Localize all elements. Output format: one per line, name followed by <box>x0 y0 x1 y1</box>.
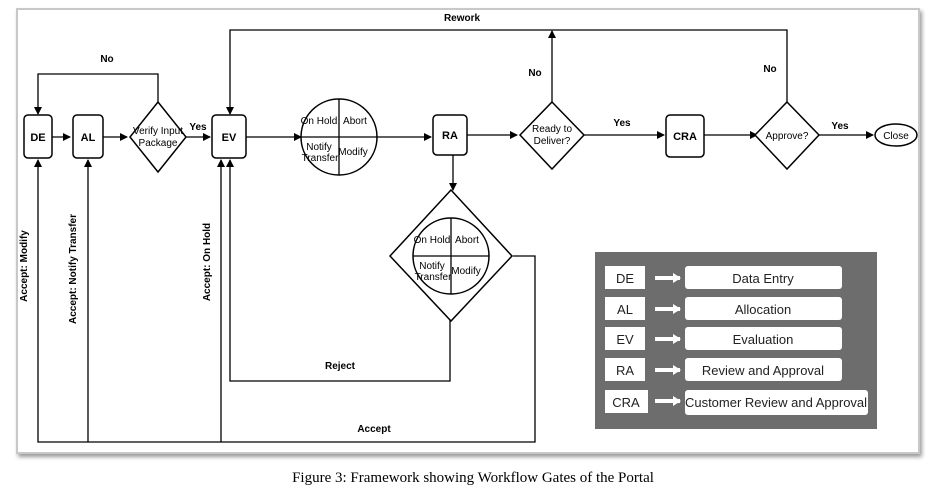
edge-gate2-reject <box>226 159 451 382</box>
node-approve-label: Approve? <box>766 131 809 142</box>
node-de <box>23 114 53 159</box>
node-cra <box>665 114 705 158</box>
node-ready-label-2: Deliver? <box>534 136 571 147</box>
legend-row: RA Review and Approval <box>605 358 842 381</box>
edge-label-yes-verify: Yes <box>189 122 207 133</box>
edge-label-yes-ready: Yes <box>613 118 631 129</box>
gate-2-modify: Modify <box>451 266 480 277</box>
edge-label-accept: Accept <box>357 424 391 435</box>
edge-approve-rework <box>226 29 788 115</box>
node-close-label: Close <box>883 131 909 142</box>
gate-2-notify-1: Notify <box>419 261 445 272</box>
node-ev <box>211 114 247 159</box>
gate-2-on-hold: On Hold <box>414 235 451 246</box>
legend-full: Data Entry <box>732 271 794 286</box>
edge-gate2-accept <box>34 159 536 443</box>
legend-full: Evaluation <box>733 332 794 347</box>
legend-row: CRA Customer Review and Approval <box>605 390 868 415</box>
gate-1-notify-2: Transfer <box>302 153 340 164</box>
gate-1-abort: Abort <box>343 116 367 127</box>
legend-abbr: CRA <box>612 395 640 410</box>
gate-2-notify-2: Transfer <box>415 272 453 283</box>
edge-label-no-verify: No <box>100 54 113 65</box>
node-ra-label: RA <box>442 130 458 142</box>
gate-1-modify: Modify <box>338 147 367 158</box>
legend-full: Allocation <box>735 302 791 317</box>
edge-label-accept-modify: Accept: Modify <box>19 230 30 302</box>
gate-1-notify-1: Notify <box>306 142 332 153</box>
node-verify <box>129 100 187 174</box>
node-ready <box>518 100 586 171</box>
edge-label-accept-notify: Accept: Notify Transfer <box>68 214 79 324</box>
edge-label-reject: Reject <box>325 361 356 372</box>
node-close <box>874 123 918 147</box>
node-al-label: AL <box>81 132 96 144</box>
legend-full: Review and Approval <box>702 363 824 378</box>
node-de-label: DE <box>30 132 45 144</box>
edge-label-no-approve: No <box>763 64 776 75</box>
edge-label-yes-approve: Yes <box>831 121 849 132</box>
node-ready-label-1: Ready to <box>532 124 572 135</box>
edge-label-no-ready: No <box>528 68 541 79</box>
edge-label-accept-hold: Accept: On Hold <box>202 223 213 301</box>
legend-abbr: DE <box>616 271 634 286</box>
edge-label-rework: Rework <box>444 13 481 24</box>
node-cra-label: CRA <box>673 131 697 143</box>
legend-abbr: AL <box>617 302 633 317</box>
legend: DE Data Entry AL Allocation EV Evaluatio… <box>595 252 877 429</box>
node-al <box>72 114 104 159</box>
legend-abbr: EV <box>616 332 634 347</box>
gate-1-on-hold: On Hold <box>301 116 338 127</box>
gate-2-abort: Abort <box>455 235 479 246</box>
node-verify-label-2: Package <box>139 138 178 149</box>
node-ra <box>432 114 468 156</box>
legend-row: AL Allocation <box>605 297 842 320</box>
figure-caption: Figure 3: Framework showing Workflow Gat… <box>292 470 654 486</box>
legend-full: Customer Review and Approval <box>685 395 867 410</box>
node-approve <box>753 100 821 171</box>
node-ev-label: EV <box>222 132 237 144</box>
legend-row: DE Data Entry <box>605 266 842 289</box>
legend-row: EV Evaluation <box>605 327 842 350</box>
legend-abbr: RA <box>616 363 634 378</box>
edge-verify-no <box>34 73 159 115</box>
node-verify-label-1: Verify Input <box>133 126 183 137</box>
